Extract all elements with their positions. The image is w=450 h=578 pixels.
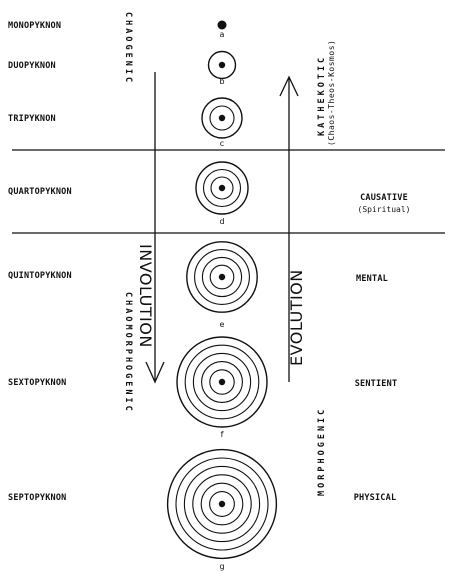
pyknon-ring-g-1	[209, 491, 235, 517]
plane-sentient: SENTIENT	[355, 379, 398, 389]
pyknon-core-a	[217, 20, 227, 30]
pyknon-ring-d-1	[210, 176, 234, 200]
pyknon-ring-g-2	[200, 482, 244, 526]
pyknon-core-f	[218, 378, 226, 386]
pyknon-core-e	[218, 273, 226, 281]
evolution-label: EVOLUTION	[287, 269, 306, 366]
pyknon-ring-g-6	[166, 448, 278, 560]
pyknon-ring-d-2	[202, 168, 242, 208]
level-letter-b: b	[219, 77, 224, 86]
label-chaogenic: CHAOGENIC	[123, 12, 133, 85]
pyknon-ring-g-5	[175, 457, 269, 551]
pyknon-ring-f-3	[192, 352, 252, 412]
label-kathekotic: KATHEKOTIC	[317, 55, 327, 136]
pyknon-ring-e-1	[209, 264, 235, 290]
pyknon-ring-g-4	[183, 465, 261, 543]
level-label-d: QUARTOPYKNON	[8, 187, 72, 197]
evolution-arrow-head	[279, 75, 299, 97]
label-kathekotic-sub: (Chaos-Theos-Kosmos)	[327, 40, 336, 146]
pyknon-ring-e-2	[201, 256, 243, 298]
pyknon-ring-d-3	[195, 161, 249, 215]
pyknon-ring-c-1	[209, 105, 235, 131]
pyknon-circles	[166, 20, 278, 560]
plane-causative-sub: (Spiritual)	[358, 205, 411, 214]
level-letter-f: f	[221, 430, 224, 439]
level-label-c: TRIPYKNON	[8, 114, 56, 124]
pyknon-core-b	[218, 61, 226, 69]
level-label-a: MONOPYKNON	[8, 21, 61, 31]
level-label-f: SEXTOPYKNON	[8, 378, 67, 388]
pyknon-ring-c-2	[201, 97, 243, 139]
label-chaomorphogenic: CHAOMORPHOGENIC	[123, 292, 133, 414]
pyknon-ring-g-3	[192, 474, 252, 534]
involution-arrow-head	[145, 361, 165, 384]
pyknon-ring-b-1	[207, 50, 237, 80]
level-label-g: SEPTOPYKNON	[8, 493, 67, 503]
pyknon-ring-f-5	[176, 336, 268, 428]
level-letter-e: e	[220, 320, 225, 329]
involution-label: INVOLUTION	[136, 244, 155, 348]
plane-causative: CAUSATIVE	[360, 193, 408, 203]
level-letter-a: a	[220, 30, 225, 39]
level-letter-g: g	[219, 562, 224, 571]
pyknon-ring-e-4	[186, 241, 258, 313]
level-label-b: DUOPYKNON	[8, 61, 56, 71]
pyknon-core-d	[218, 184, 226, 192]
pyknon-ring-f-2	[201, 361, 243, 403]
pyknon-core-g	[218, 500, 226, 508]
plane-mental: MENTAL	[356, 274, 388, 284]
label-morphogenic: MORPHOGENIC	[317, 407, 327, 496]
plane-physical: PHYSICAL	[354, 493, 397, 503]
pyknon-ring-f-1	[209, 369, 235, 395]
pyknon-core-c	[218, 114, 226, 122]
level-label-e: QUINTOPYKNON	[8, 271, 72, 281]
pyknon-ring-f-4	[184, 344, 260, 420]
level-letter-c: c	[220, 139, 224, 148]
pyknon-ring-e-3	[194, 249, 250, 305]
level-letter-d: d	[219, 217, 224, 226]
